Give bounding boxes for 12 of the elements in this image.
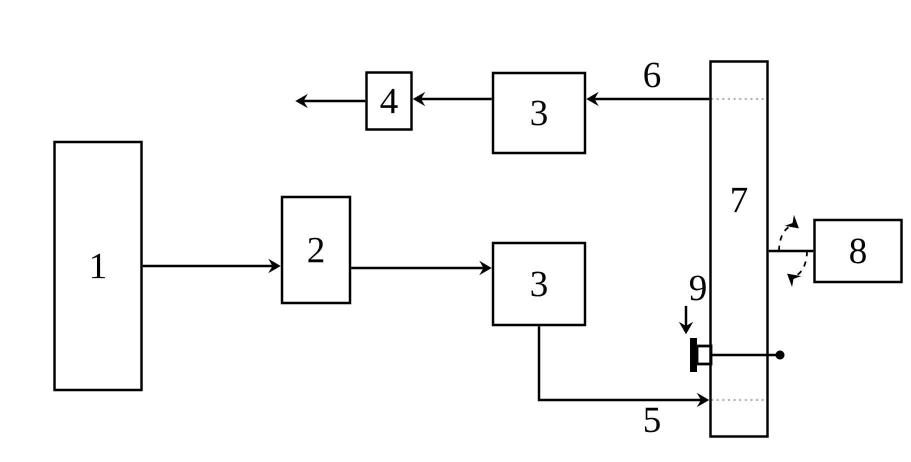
connector-line xyxy=(768,250,814,252)
block-box: 3 xyxy=(492,72,586,154)
block-box: 7 xyxy=(709,60,769,438)
block-box: 8 xyxy=(813,218,903,284)
block-box: 3 xyxy=(492,242,586,326)
block-box: 1 xyxy=(53,140,143,392)
block-box: 2 xyxy=(280,196,352,304)
edge-label: 6 xyxy=(641,60,663,90)
block-box: 4 xyxy=(365,71,413,131)
callout-number: 9 xyxy=(690,276,706,300)
edge-label: 5 xyxy=(641,406,663,434)
valve-drawing xyxy=(690,338,712,372)
